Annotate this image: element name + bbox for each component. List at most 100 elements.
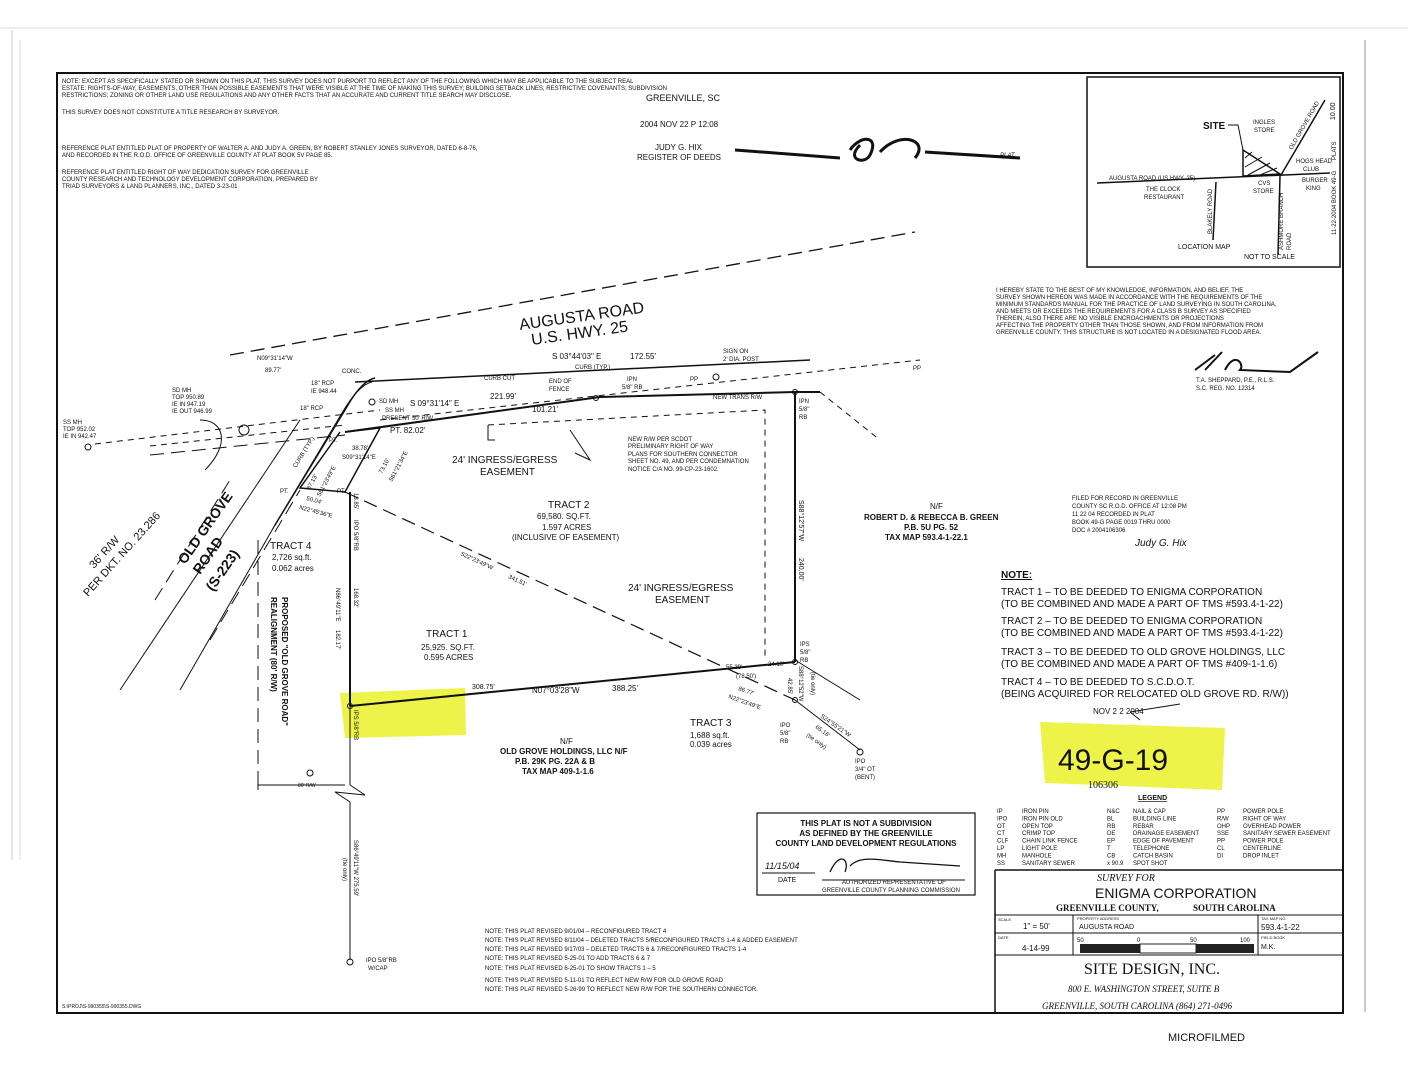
rep-label: GREENVILLE COUNTY PLANNING COMMISSION <box>822 888 960 894</box>
plat-label: PP <box>913 366 921 372</box>
plat-label: 5/8" RB <box>622 385 642 391</box>
tract-area: 25,925. SQ.FT. <box>421 643 475 652</box>
title-block: SURVEY FOR ENIGMA CORPORATION GREENVILLE… <box>994 869 1343 1013</box>
legend-abbr: PP <box>1217 809 1225 815</box>
plat-label: NOTICE C/A NO. 99-CP-23-1602. <box>628 467 719 473</box>
easement-line <box>487 425 495 441</box>
surveyor-certification: I HEREBY STATE TO THE BEST OF MY KNOWLED… <box>996 288 1319 392</box>
bearing-label: S 03°44'03" E <box>552 352 601 361</box>
bearing-label: S61°21'34"E <box>388 450 409 483</box>
filed-stamp: FILED FOR RECORD IN GREENVILLE COUNTY SC… <box>1072 496 1188 549</box>
leader-line <box>569 429 592 462</box>
legend-abbr: DI <box>1217 853 1223 859</box>
note-text: RESTRICTIONS; ZONING OR OTHER LAND USE R… <box>62 93 512 99</box>
tract-note: (TO BE COMBINED AND MADE A PART OF TMS #… <box>1001 599 1283 610</box>
scale-bar-segment <box>1139 943 1197 954</box>
centerline-icon <box>306 769 314 777</box>
owner-label: TAX MAP 593.4-1-22.1 <box>885 533 968 542</box>
plat-label: IE 948.44 <box>311 389 337 395</box>
distance-label: 73.10' <box>378 458 391 475</box>
plat-label: PLANS FOR SOUTHERN CONNECTOR <box>628 452 738 458</box>
legend-desc: CRIMP TOP <box>1022 831 1055 837</box>
header-notes: NOTE: EXCEPT AS SPECIFICALLY STATED OR S… <box>62 79 667 190</box>
legend-desc: DRAINAGE EASEMENT <box>1133 831 1199 837</box>
plat-label: SS MH <box>63 420 82 426</box>
legend-abbr: SS <box>997 861 1005 867</box>
legend-desc: CENTERLINE <box>1243 846 1281 852</box>
revision-note: NOTE: THIS PLAT REVISED 9/01/04 – RECONF… <box>485 929 667 935</box>
legend-abbr: CL <box>1217 846 1225 852</box>
bearing-label: N22°23'49"E <box>727 694 761 711</box>
plat-label: SD MH <box>379 399 398 405</box>
tract-note: TRACT 4 – TO BE DEEDED TO S.C.D.O.T. <box>1001 677 1195 688</box>
map-road <box>1212 181 1217 241</box>
map-road <box>1280 99 1326 176</box>
legend-desc: SPOT SHOT <box>1133 861 1168 867</box>
drawing-file-path: S:\PROJ\S-990355\S-990355.DWG <box>62 1004 141 1010</box>
tract-area: 69,580. SQ.FT. <box>537 512 591 521</box>
plat-label: IPO <box>855 759 866 765</box>
plat-label: SD MH <box>172 388 191 394</box>
ohp-branch <box>819 391 881 441</box>
date-label: DATE <box>998 935 1009 940</box>
map-label: CVS <box>1258 181 1270 187</box>
filed-line: COUNTY SC R.O.D. OFFICE AT 12:08 PM <box>1072 504 1187 510</box>
tract-note: TRACT 1 – TO BE DEEDED TO ENIGMA CORPORA… <box>1001 587 1262 598</box>
margin-stamp: 11-22-2004 BOOK 49-G <box>1332 170 1338 235</box>
bearing-label: S61°23'49"E <box>316 465 337 498</box>
bearing-label: S88°12'52"W <box>797 666 803 702</box>
tie-line <box>794 699 861 751</box>
manhole-icon <box>238 424 250 436</box>
plat-label: NEW TRANS R/W <box>713 395 763 401</box>
plat-label: CURB CUT <box>484 376 515 382</box>
plat-label: CURB (TYP.) <box>575 365 610 371</box>
plat-label: PP <box>690 377 698 383</box>
note-text: NOTE: EXCEPT AS SPECIFICALLY STATED OR S… <box>62 79 634 85</box>
map-label: BLAKELY ROAD <box>1208 188 1214 234</box>
overhead-power-line <box>379 359 921 421</box>
tract-note: TRACT 3 – TO BE DEEDED TO OLD GROVE HOLD… <box>1001 647 1285 658</box>
plat-label: IPO 5/8"RB <box>352 520 358 551</box>
revision-note: NOTE: THIS PLAT REVISED 8/11/04 – DELETE… <box>485 938 798 944</box>
distance-label: 65.16' <box>814 725 831 739</box>
certification-line: THEREIN, ALSO THERE ARE NO VISIBLE ENCRO… <box>996 316 1224 322</box>
distance-label: 55.39' <box>726 665 742 671</box>
distance-label: 388.25' <box>612 684 638 693</box>
distance-label: PT. 82.02' <box>390 426 426 435</box>
map-label: ASHMORE BRANCH <box>1279 193 1285 250</box>
legend-desc: IRON PIN OLD <box>1022 816 1063 822</box>
break-line <box>334 784 366 960</box>
legend-desc: OVERHEAD POWER <box>1243 824 1302 830</box>
scale-bar-tick: 0 <box>1137 938 1141 944</box>
revision-note: NOTE: THIS PLAT REVISED 9/17/03 – DELETE… <box>485 947 747 953</box>
plat-stamp-scroll-icon <box>734 137 1021 162</box>
old-grove-road-edge <box>119 419 301 691</box>
tract-1-south-boundary <box>349 661 796 707</box>
site-hatch <box>1244 151 1278 176</box>
stamp-name: JUDY G. HIX <box>655 143 703 152</box>
note-text: AND RECORDED IN THE R.O.D. OFFICE OF GRE… <box>62 153 333 159</box>
planning-signature <box>829 858 961 873</box>
scale-bar-segment <box>1080 944 1140 953</box>
note-text: COUNTY RESEARCH AND TECHNOLOGY DEVELOPME… <box>62 177 318 183</box>
map-label: AUGUSTA ROAD (US HWY. 25) <box>1109 176 1195 182</box>
legend-desc: MANHOLE <box>1022 853 1052 859</box>
plat-label: FENCE <box>549 387 569 393</box>
plat-label: CONC. <box>342 369 362 375</box>
certification-line: AFFECTING THE PROPERTY OTHER THAN THOSE … <box>996 323 1263 329</box>
overhead-power-line <box>149 424 346 447</box>
distance-label: 221.99' <box>490 392 516 401</box>
augusta-road-rw-line <box>229 231 916 356</box>
revision-notes: NOTE: THIS PLAT REVISED 9/01/04 – RECONF… <box>485 929 798 993</box>
address-label: PROPERTY ADDRESS <box>1077 916 1119 921</box>
tract-area: 1.597 ACRES <box>542 523 591 532</box>
legend-desc: RIGHT OF WAY <box>1243 816 1286 822</box>
stamp-line: COUNTY LAND DEVELOPMENT REGULATIONS <box>775 839 957 848</box>
distance-label: 172.55' <box>630 352 656 361</box>
plat-label: PRESENT 50' R/W <box>382 416 433 422</box>
legend-desc: BUILDING LINE <box>1133 816 1176 822</box>
rw-dimension-line <box>257 780 345 790</box>
stamp-plat-label: PLAT <box>1000 153 1016 159</box>
owner-label: P.B. 5U PG. 52 <box>904 523 959 532</box>
plat-label: IPO 5/8"RB <box>366 958 397 964</box>
